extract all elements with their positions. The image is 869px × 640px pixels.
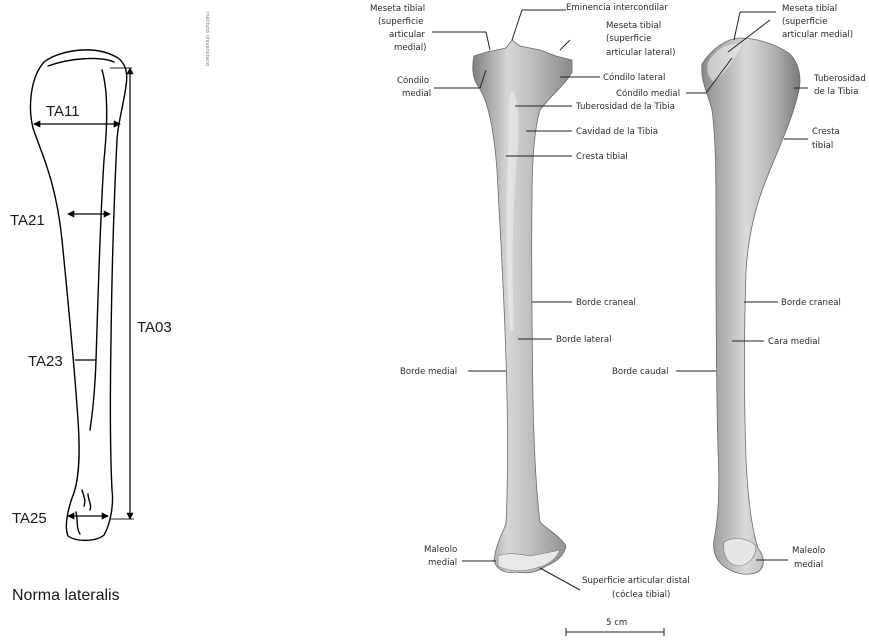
tibia-cranial-shape [473,40,572,573]
r-cresta-label-1: Cresta [812,127,840,137]
borde-craneal-label: Borde craneal [576,298,636,308]
meseta-lateral-label-2: (superficie [606,34,651,44]
r-tuberosidad-label-2: de la Tibia [814,87,858,97]
vertical-note: Instituto Universitario [204,12,210,66]
maleolo-medial-label-1: Maleolo [424,545,457,555]
meseta-medial-label-3: articular [389,30,425,40]
lateral-outline-drawing: TA11 TA21 TA03 TA23 TA25 Norma lateralis… [10,12,210,604]
ta11-label: TA11 [46,103,80,120]
cresta-label: Cresta tibial [576,152,628,162]
sup-distal-label-2: (cóclea tibial) [612,589,670,600]
r-meseta-label-3: articular medial) [782,30,853,40]
tibia-distal-detail [76,490,91,534]
condilo-lateral-label: Cóndilo lateral [603,72,665,83]
ta21-label: TA21 [10,212,45,229]
cavidad-label: Cavidad de la Tibia [576,127,658,137]
meseta-lateral-label-1: Meseta tibial [606,21,661,31]
r-cresta-label-2: tibial [812,141,833,151]
meseta-lateral-label-3: articular lateral) [606,48,676,58]
tibia-medial-view: Meseta tibial (superficie articular medi… [612,4,866,574]
r-borde-caudal-label: Borde caudal [612,367,669,377]
sup-distal-label-1: Superficie articular distal [582,576,690,586]
condilo-medial-label-2: medial [402,89,431,99]
meseta-medial-label-2: (superficie [378,17,423,27]
maleolo-medial-label-2: medial [428,558,457,568]
r-cara-medial-label: Cara medial [768,337,820,347]
tuberosidad-label: Tuberosidad de la Tibia [575,102,675,112]
r-meseta-label-2: (superficie [782,17,827,27]
borde-medial-label: Borde medial [400,367,457,377]
scale-label: 5 cm [606,618,627,628]
ta23-label: TA23 [28,353,63,370]
r-maleolo-label-2: medial [794,560,823,570]
r-maleolo-label-1: Maleolo [792,546,825,556]
borde-lateral-label: Borde lateral [556,335,612,345]
ta25-label: TA25 [12,510,47,527]
r-tuberosidad-label-1: Tuberosidad [813,74,866,84]
meseta-medial-label-1: Meseta tibial [370,4,425,14]
tibia-head-contour [48,59,114,66]
r-condilo-medial-label: Cóndilo medial [616,88,680,99]
norma-lateralis-caption: Norma lateralis [12,587,120,604]
r-meseta-label-1: Meseta tibial [782,4,837,14]
ta03-label: TA03 [137,319,172,336]
meseta-medial-label-4: medial) [394,43,427,53]
condilo-medial-label-1: Cóndilo [397,75,429,86]
eminencia-label: Eminencia intercondilar [566,3,668,13]
r-borde-craneal-label: Borde craneal [781,298,841,308]
